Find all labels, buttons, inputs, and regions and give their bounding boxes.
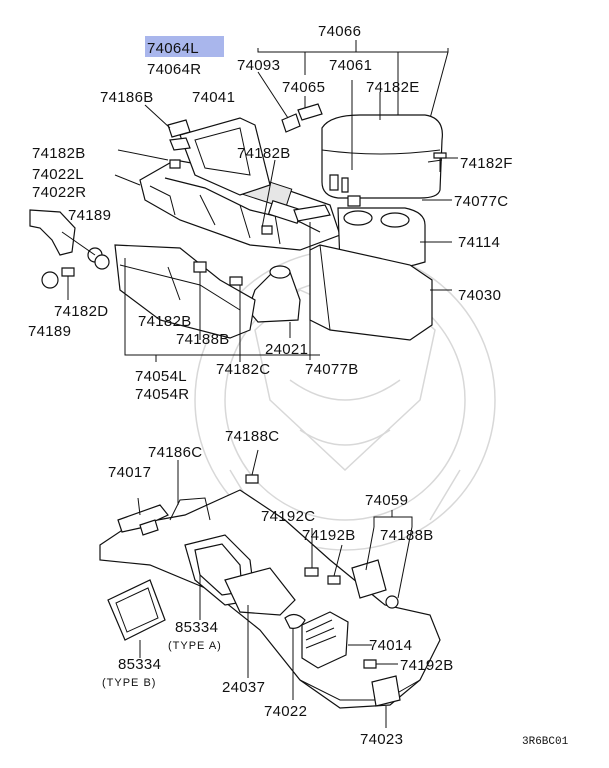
label-85334-type-a: 85334 xyxy=(175,619,218,636)
label-74182B-2: 74182B xyxy=(237,145,291,162)
label-74022-lower: 74022 xyxy=(264,703,307,720)
upper-console-assembly xyxy=(29,36,458,362)
label-74030: 74030 xyxy=(458,287,501,304)
highlight-74064L xyxy=(145,36,224,57)
label-74064L[interactable]: 74064L xyxy=(147,40,199,57)
label-85334-type-b: 85334 xyxy=(118,656,161,673)
label-74182B-3: 74182B xyxy=(138,313,192,330)
label-74189-1: 74189 xyxy=(68,207,111,224)
label-85334-type-b-note: (TYPE B) xyxy=(102,677,156,689)
label-74017: 74017 xyxy=(108,464,151,481)
label-74189-2: 74189 xyxy=(28,323,71,340)
label-24021: 24021 xyxy=(265,341,308,358)
label-74182B-1: 74182B xyxy=(32,145,86,162)
lower-console-assembly xyxy=(99,449,441,728)
label-74182F: 74182F xyxy=(460,155,513,172)
label-74186C: 74186C xyxy=(148,444,202,461)
label-74022L: 74022L xyxy=(32,166,84,183)
label-74192B-1: 74192B xyxy=(302,527,356,544)
label-74077C: 74077C xyxy=(454,193,508,210)
label-74064R: 74064R xyxy=(147,61,201,78)
label-24037: 24037 xyxy=(222,679,265,696)
label-74182C: 74182C xyxy=(216,361,270,378)
label-74065: 74065 xyxy=(282,79,325,96)
label-74054R: 74054R xyxy=(135,386,189,403)
label-74192B-2: 74192B xyxy=(400,657,454,674)
label-74188C: 74188C xyxy=(225,428,279,445)
drawing-code: 3R6BC01 xyxy=(522,736,569,748)
label-74054L: 74054L xyxy=(135,368,187,385)
label-74023: 74023 xyxy=(360,731,403,748)
label-74022R: 74022R xyxy=(32,184,86,201)
label-74014: 74014 xyxy=(369,637,412,654)
label-74192C: 74192C xyxy=(261,508,315,525)
label-85334-type-a-note: (TYPE A) xyxy=(168,640,222,652)
label-74077B: 74077B xyxy=(305,361,359,378)
label-74182D: 74182D xyxy=(54,303,108,320)
label-74182E: 74182E xyxy=(366,79,420,96)
label-74061: 74061 xyxy=(329,57,372,74)
label-74093: 74093 xyxy=(237,57,280,74)
label-74066: 74066 xyxy=(318,23,361,40)
part-labels: 74066 74064L 74064R 74093 74061 74065 74… xyxy=(28,23,569,748)
label-74059: 74059 xyxy=(365,492,408,509)
label-74114: 74114 xyxy=(458,234,500,251)
label-74186B: 74186B xyxy=(100,89,154,106)
label-74188B-1: 74188B xyxy=(176,331,230,348)
label-74188B-2: 74188B xyxy=(380,527,434,544)
label-74041: 74041 xyxy=(192,89,235,106)
